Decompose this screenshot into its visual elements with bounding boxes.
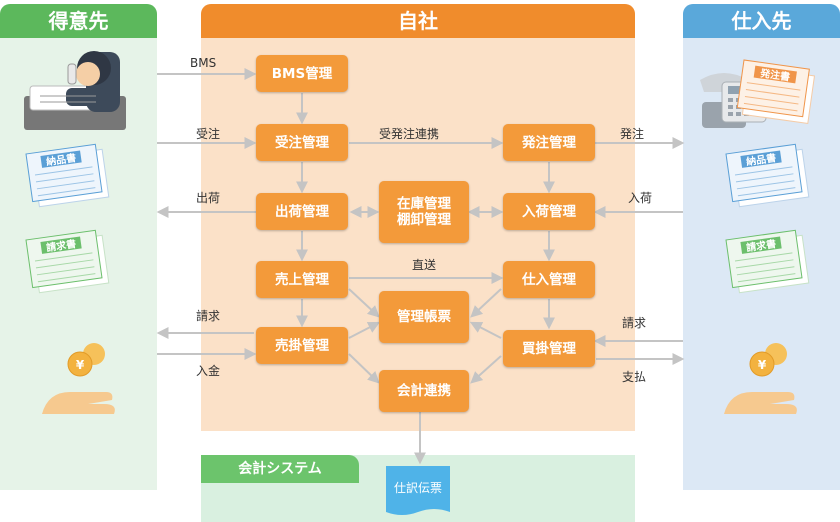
payment-hand-customer-icon: ¥ xyxy=(42,343,115,414)
yen-supplier-icon: ¥ xyxy=(758,358,767,372)
node-inventory-line1: 在庫管理 xyxy=(397,196,451,212)
node-bms: BMS管理 xyxy=(256,55,348,92)
node-receiving: 入荷管理 xyxy=(503,193,595,230)
supplier-header: 仕入先 xyxy=(683,4,840,38)
purchase-order-doc: 発注書 xyxy=(736,59,816,125)
invoice-supplier-label: 請求書 xyxy=(745,237,777,254)
invoice-supplier-doc: 請求書 xyxy=(725,229,810,294)
label-receive-in: 入荷 xyxy=(628,191,653,205)
node-payables: 買掛管理 xyxy=(503,330,595,367)
label-bill-in: 請求 xyxy=(622,316,647,330)
label-ship-out: 出荷 xyxy=(196,191,221,205)
delivery-note-customer-label: 納品書 xyxy=(45,151,77,168)
journal-slip-label: 仕訳伝票 xyxy=(394,480,442,495)
arrow-purchase-ledger xyxy=(470,288,502,318)
journal-slip-doc: 仕訳伝票 xyxy=(386,466,450,515)
label-order-link: 受発注連携 xyxy=(379,127,440,141)
node-inventory-line2: 棚卸管理 xyxy=(397,212,451,228)
invoice-customer-label: 請求書 xyxy=(45,237,77,254)
delivery-note-supplier-doc: 納品書 xyxy=(725,143,810,208)
arrow-payables-accounting xyxy=(470,355,502,384)
label-order-out: 発注 xyxy=(620,127,645,141)
node-ledger: 管理帳票 xyxy=(379,291,469,343)
arrow-payables-ledger xyxy=(469,321,502,339)
customer-header: 得意先 xyxy=(0,4,157,38)
label-payment: 支払 xyxy=(622,370,647,384)
operator-icon xyxy=(24,51,126,130)
delivery-note-customer-doc: 納品書 xyxy=(25,143,110,208)
label-order-in: 受注 xyxy=(196,127,221,141)
label-bill-out: 請求 xyxy=(196,309,221,323)
node-inventory: 在庫管理 棚卸管理 xyxy=(379,181,469,243)
yen-customer-icon: ¥ xyxy=(76,358,85,372)
company-header: 自社 xyxy=(201,4,635,38)
label-bms: BMS xyxy=(190,56,217,70)
node-shipping: 出荷管理 xyxy=(256,193,348,230)
node-purchase: 仕入管理 xyxy=(503,261,595,298)
node-accounting-link: 会計連携 xyxy=(379,370,469,412)
delivery-note-supplier-label: 納品書 xyxy=(745,151,777,168)
node-receivables: 売掛管理 xyxy=(256,327,348,364)
arrow-receivables-ledger xyxy=(348,321,381,339)
node-order-place: 発注管理 xyxy=(503,124,595,161)
accounting-header: 会計システム xyxy=(201,455,359,483)
arrow-sales-ledger xyxy=(348,288,380,318)
payment-hand-supplier-icon: ¥ xyxy=(724,343,797,414)
purchase-order-label: 発注書 xyxy=(758,66,791,83)
node-sales: 売上管理 xyxy=(256,261,348,298)
node-order-receive: 受注管理 xyxy=(256,124,348,161)
label-direct: 直送 xyxy=(412,258,437,272)
arrow-receivables-accounting xyxy=(348,353,380,384)
label-deposit: 入金 xyxy=(196,364,221,378)
invoice-customer-doc: 請求書 xyxy=(25,229,110,294)
